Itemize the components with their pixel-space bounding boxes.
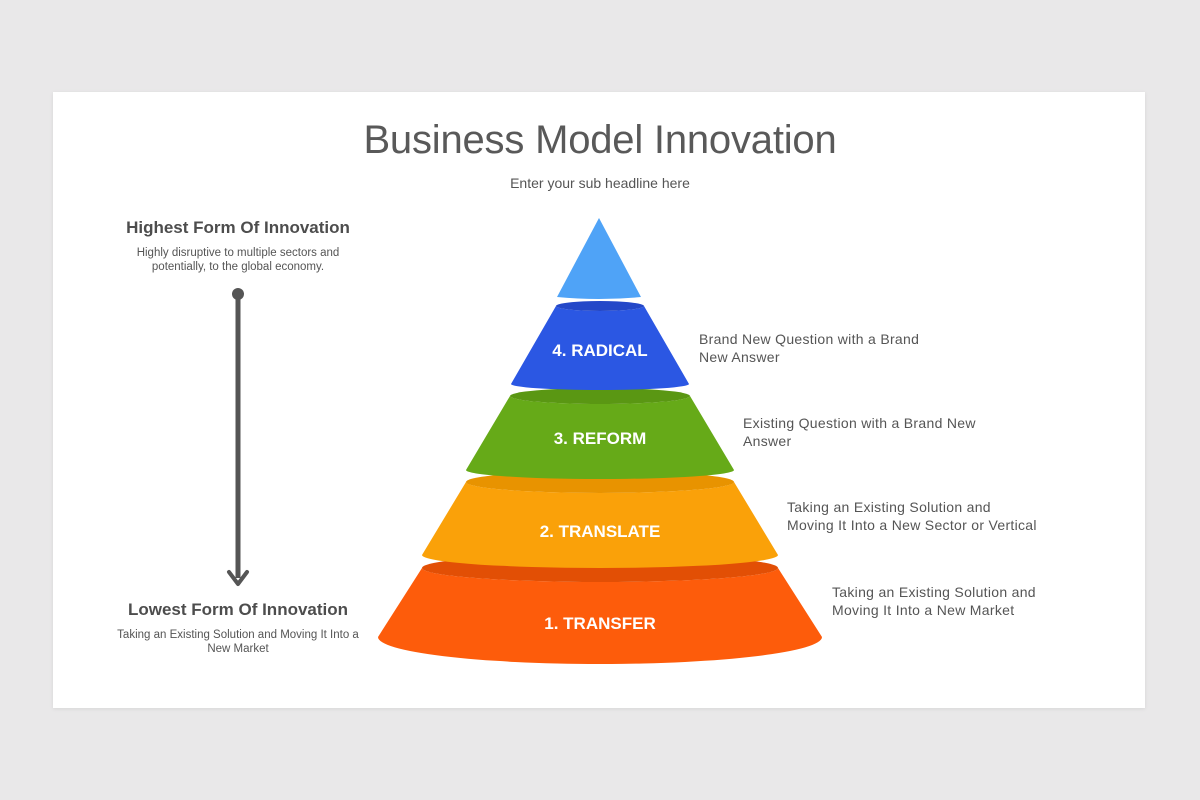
layer-description-line: Answer	[743, 433, 792, 449]
layer-description-translate: Taking an Existing Solution and Moving I…	[787, 498, 1087, 534]
highest-heading: Highest Form Of Innovation	[126, 218, 350, 237]
layer-description-line: Moving It Into a New Market	[832, 602, 1015, 618]
arrow-head	[227, 570, 249, 586]
layer-description-line: Taking an Existing Solution and	[832, 584, 1036, 600]
layer-label-transfer: 1. TRANSFER	[544, 614, 655, 633]
pyramid-layer-translate: 2. TRANSLATE	[422, 471, 778, 568]
layer-description-reform: Existing Question with a Brand New Answe…	[743, 414, 1023, 450]
lowest-description-line: Taking an Existing Solution and Moving I…	[117, 629, 359, 641]
innovation-scale-arrow	[227, 288, 249, 586]
layer-description-line: New Answer	[699, 349, 780, 365]
layer-label-radical: 4. RADICAL	[552, 341, 647, 360]
layer-description-line: Existing Question with a Brand New	[743, 415, 976, 431]
lowest-description-line: New Market	[207, 643, 269, 655]
layer-description-line: Taking an Existing Solution and	[787, 499, 991, 515]
pyramid-layer-radical: 4. RADICAL	[511, 301, 689, 390]
pyramid-tip	[557, 218, 641, 299]
pyramid-layer-reform: 3. REFORM	[466, 388, 734, 479]
layer-label-translate: 2. TRANSLATE	[540, 522, 661, 541]
lowest-description: Taking an Existing Solution and Moving I…	[98, 628, 378, 656]
page-title: Business Model Innovation	[363, 118, 837, 162]
layer-description-line: Brand New Question with a Brand	[699, 331, 920, 347]
layer-description-radical: Brand New Question with a Brand New Answ…	[699, 330, 979, 366]
page-subtitle: Enter your sub headline here	[510, 175, 690, 191]
layer-description-transfer: Taking an Existing Solution and Moving I…	[832, 583, 1112, 619]
pyramid-layer-transfer: 1. TRANSFER	[378, 554, 822, 664]
layer-label-reform: 3. REFORM	[554, 429, 647, 448]
lowest-heading: Lowest Form Of Innovation	[127, 600, 349, 619]
highest-description-line: Highly disruptive to multiple sectors an…	[136, 247, 340, 259]
highest-description-line: potentially, to the global economy.	[151, 261, 325, 273]
highest-description: Highly disruptive to multiple sectors an…	[98, 246, 378, 274]
layer-description-line: Moving It Into a New Sector or Vertical	[787, 517, 1037, 533]
